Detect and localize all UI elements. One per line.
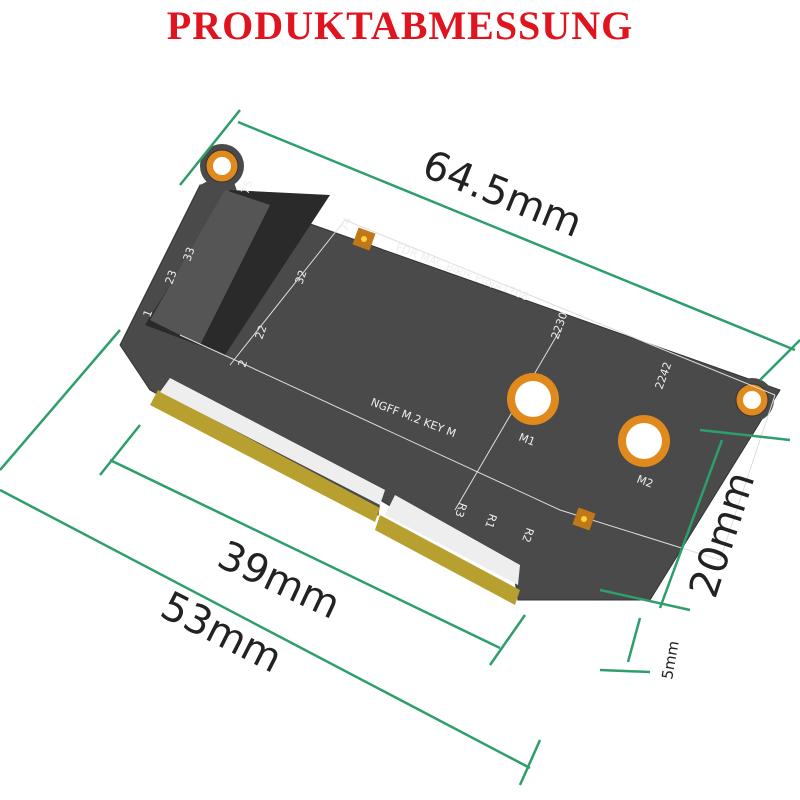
silk-2: 2 xyxy=(236,358,251,369)
silk-r3: R3 xyxy=(452,501,469,519)
gold-fingers-right xyxy=(375,515,520,605)
adapter-board: FDR MAC Book Pro/A1708 NGFF M.2 KEY M 22… xyxy=(119,144,781,605)
silk-75: 75 xyxy=(239,178,256,196)
gold-fingers-left xyxy=(150,390,380,522)
silk-74: 74 xyxy=(338,215,355,233)
silk-32: 32 xyxy=(293,268,310,286)
dim-finger: 5mm xyxy=(658,639,682,680)
silk-m2: M2 xyxy=(635,473,655,491)
dimension-lines xyxy=(0,109,800,786)
silk-m1: M1 xyxy=(517,431,537,449)
silk-22: 22 xyxy=(253,323,270,341)
silk-r2: R2 xyxy=(519,526,536,544)
silk-33: 33 xyxy=(181,245,198,263)
page-title: PRODUKTABMESSUNG xyxy=(166,3,634,48)
silk-1: 1 xyxy=(141,308,156,319)
silk-23: 23 xyxy=(163,268,180,286)
silk-r1: R1 xyxy=(482,512,499,530)
